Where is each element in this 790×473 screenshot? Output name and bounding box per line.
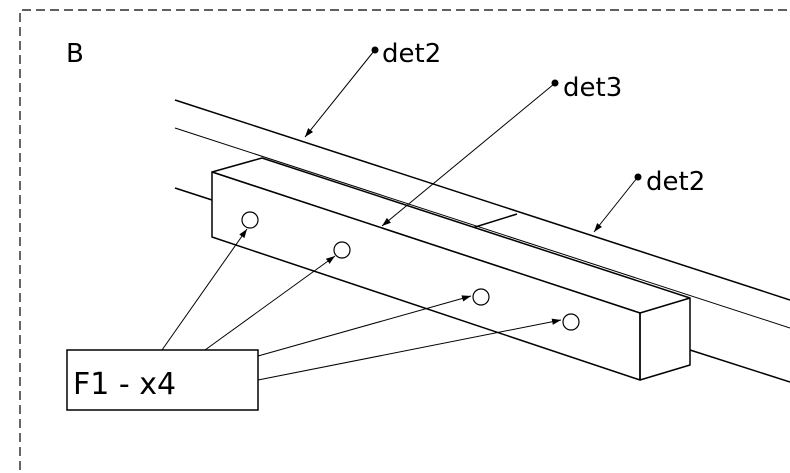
fastener-holes (241, 211, 580, 331)
leader-det2-upper (304, 50, 375, 138)
hole-3 (472, 288, 490, 306)
detail-frame (19, 9, 790, 470)
view-label: B (66, 39, 84, 69)
cross-block (211, 157, 691, 381)
long-beam (174, 99, 790, 383)
fastener-label: F1 - x4 (73, 367, 176, 402)
callout-det3: det3 (563, 73, 622, 103)
fastener-label-box (66, 349, 259, 411)
fastener-leaders (161, 228, 562, 381)
callout-det2-right: det2 (646, 167, 705, 197)
hole-2 (333, 241, 351, 259)
callout-dots (371, 46, 642, 181)
callout-det2-upper: det2 (382, 39, 441, 69)
callout-leaders (304, 50, 638, 233)
leader-det2-right (593, 177, 638, 233)
hole-1 (241, 211, 259, 229)
leader-det3 (381, 83, 555, 227)
hole-4 (562, 313, 580, 331)
